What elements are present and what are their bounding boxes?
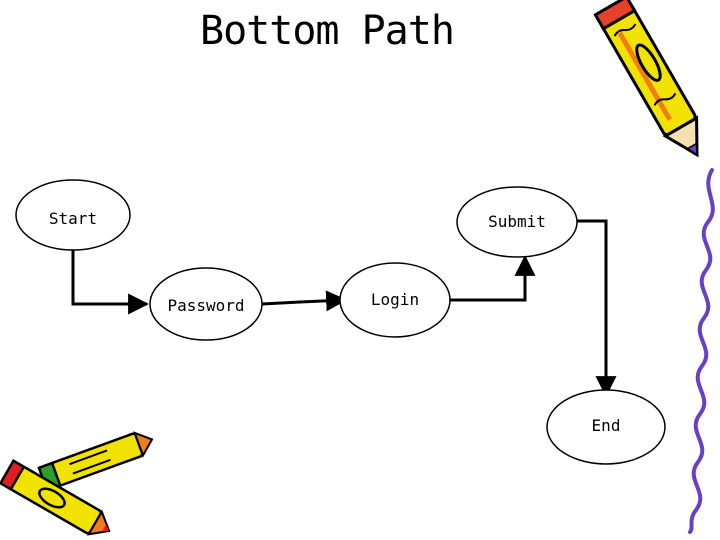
connector-login-submit bbox=[450, 254, 536, 302]
node-start: Start bbox=[15, 179, 131, 251]
node-login-label: Login bbox=[371, 290, 419, 309]
node-password-label: Password bbox=[167, 296, 244, 315]
connector-password-login bbox=[261, 290, 348, 312]
squiggle-line bbox=[688, 168, 715, 534]
node-submit: Submit bbox=[456, 186, 578, 258]
node-end-label: End bbox=[592, 416, 621, 435]
node-end: End bbox=[546, 389, 666, 465]
node-submit-label: Submit bbox=[488, 212, 546, 231]
pencil-icon bbox=[593, 0, 699, 158]
crayons-icon bbox=[0, 431, 154, 536]
node-start-label: Start bbox=[49, 209, 97, 228]
page-title: Bottom Path bbox=[200, 8, 455, 54]
connector-submit-end bbox=[577, 219, 617, 398]
node-password: Password bbox=[149, 267, 263, 341]
connector-start-password bbox=[71, 250, 150, 315]
node-login: Login bbox=[339, 262, 451, 338]
